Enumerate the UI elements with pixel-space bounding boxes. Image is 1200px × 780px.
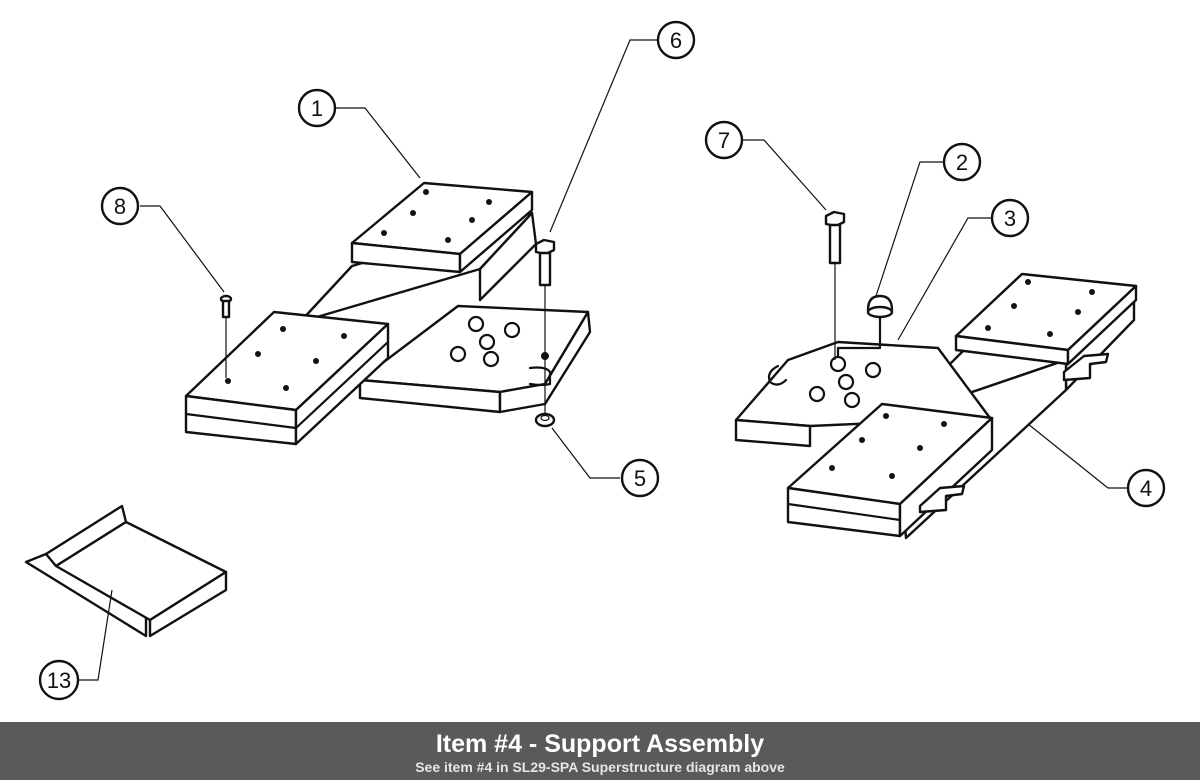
- tray-item-13: [24, 504, 228, 638]
- plate-hole: [467, 315, 485, 333]
- callout-13: 13: [38, 659, 80, 701]
- plate-hole: [808, 385, 826, 403]
- caption-bar: Item #4 - Support Assembly See item #4 i…: [0, 722, 1200, 780]
- handle: [918, 484, 966, 514]
- callout-label: 5: [634, 466, 646, 491]
- callout-3: 3: [990, 198, 1030, 238]
- callout-5: 5: [620, 458, 660, 498]
- callout-label: 1: [311, 96, 323, 121]
- lower-pad: [184, 310, 390, 446]
- callout-6: 6: [656, 20, 696, 60]
- left-plate: [358, 304, 592, 414]
- callout-label: 3: [1004, 206, 1016, 231]
- right-plate: [734, 316, 992, 448]
- plate-hole: [503, 321, 521, 339]
- plate-hole: [829, 355, 847, 373]
- caption-subtitle: See item #4 in SL29-SPA Superstructure d…: [415, 759, 785, 775]
- plate-hole: [837, 373, 855, 391]
- callout-label: 2: [956, 150, 968, 175]
- callout-2: 2: [942, 142, 982, 182]
- right-support-assembly: [734, 210, 1138, 540]
- bolt-item-6: [534, 238, 556, 415]
- callout-label: 6: [670, 28, 682, 53]
- left-support-assembly: [184, 181, 592, 446]
- callout-label: 4: [1140, 476, 1152, 501]
- caption-title: Item #4 - Support Assembly: [435, 730, 765, 758]
- handle: [1062, 352, 1110, 382]
- plate-hole: [864, 361, 882, 379]
- bolt-item-7: [824, 210, 846, 360]
- upper-pad: [350, 181, 534, 274]
- plate-hole: [843, 391, 861, 409]
- leader-lines: [78, 39, 1128, 681]
- callout-7: 7: [704, 120, 744, 160]
- plate-hole: [449, 345, 467, 363]
- callout-label: 7: [718, 128, 730, 153]
- callout-1: 1: [297, 88, 337, 128]
- callout-label: 13: [47, 668, 71, 693]
- plate-hole: [482, 350, 500, 368]
- nut-item-5: [534, 412, 556, 428]
- plug-item-2: [866, 294, 894, 319]
- screw-item-8: [219, 294, 233, 378]
- callout-8: 8: [100, 186, 140, 226]
- exploded-parts-drawing: 1 2 3 4 5 6 7 8: [24, 20, 1166, 701]
- plate-clip: [528, 366, 552, 387]
- callout-4: 4: [1126, 468, 1166, 508]
- rear-pad: [954, 272, 1138, 366]
- plate-hole: [478, 333, 496, 351]
- callout-label: 8: [114, 194, 126, 219]
